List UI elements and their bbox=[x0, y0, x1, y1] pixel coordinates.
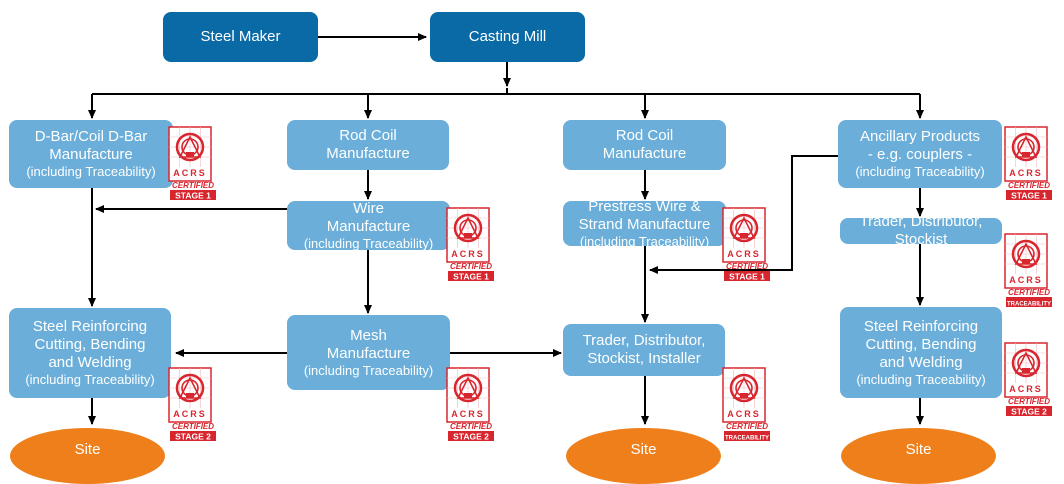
ancillary-line-2: - e.g. couplers - bbox=[867, 146, 973, 164]
mesh-line-2: Manufacture bbox=[326, 344, 411, 362]
badge-certified-text: CERTIFIED bbox=[172, 181, 214, 190]
badge-brand-text: ACRS bbox=[1009, 275, 1043, 285]
site-oval-center: Site bbox=[566, 428, 721, 484]
steel-reinf-left-line-2: Cutting, Bending bbox=[34, 336, 146, 354]
site-label-right: Site bbox=[905, 440, 932, 458]
steel-maker-label: Steel Maker bbox=[200, 28, 281, 45]
badge-certified-text: CERTIFIED bbox=[450, 422, 492, 431]
trader-right-line-1: Trader, Distributor, bbox=[859, 213, 983, 230]
badge-certified-text: CERTIFIED bbox=[726, 262, 768, 271]
rod-coil-1-line-1: Rod Coil bbox=[339, 127, 397, 144]
mesh-line-3: (including Traceability) bbox=[303, 362, 434, 378]
badge-stage-text: STAGE 2 bbox=[175, 432, 211, 442]
acrs-traceability-badge-trader-center: ACRS CERTIFIED TRACEABILITY bbox=[722, 367, 770, 442]
steel-maker-box: Steel Maker bbox=[163, 12, 318, 62]
badge-certified-text: CERTIFIED bbox=[450, 262, 492, 271]
dbar-manufacture-box: D-Bar/Coil D-Bar Manufacture (including … bbox=[9, 120, 173, 188]
steel-reinf-right-line-1: Steel Reinforcing bbox=[863, 317, 979, 335]
prestress-line-2: Strand Manufacture bbox=[578, 215, 711, 233]
casting-mill-box: Casting Mill bbox=[430, 12, 585, 62]
steel-reinf-right-line-4: (including Traceability) bbox=[856, 371, 986, 387]
rod-coil-manufacture-box-1: Rod Coil Manufacture bbox=[287, 120, 449, 170]
steel-reinforcing-box-left: Steel Reinforcing Cutting, Bending and W… bbox=[9, 308, 171, 398]
steel-reinforcing-box-right: Steel Reinforcing Cutting, Bending and W… bbox=[840, 307, 1002, 398]
connector-lines bbox=[88, 33, 924, 425]
site-label-center: Site bbox=[630, 440, 657, 458]
rod-coil-1-line-2: Manufacture bbox=[326, 145, 410, 162]
supply-chain-diagram: Steel Maker Casting Mill D-Bar/Coil D-Ba… bbox=[9, 12, 1052, 484]
badge-stage-text: TRACEABILITY bbox=[1007, 302, 1051, 308]
badge-certified-text: CERTIFIED bbox=[1008, 397, 1050, 406]
badge-brand-text: ACRS bbox=[1009, 168, 1043, 178]
trader-center-line-2: Stockist, Installer bbox=[587, 350, 701, 367]
badge-certified-text: CERTIFIED bbox=[1008, 181, 1050, 190]
prestress-line-1: Prestress Wire & bbox=[588, 197, 701, 215]
steel-reinf-left-line-1: Steel Reinforcing bbox=[32, 318, 148, 336]
trader-right-line-2: Stockist bbox=[894, 231, 948, 248]
dbar-line-2: Manufacture bbox=[49, 146, 133, 164]
ancillary-line-1: Ancillary Products bbox=[859, 128, 981, 146]
wire-manufacture-box: Wire Manufacture (including Traceability… bbox=[287, 199, 450, 251]
steel-reinf-right-line-3: and Welding bbox=[879, 353, 963, 371]
badge-brand-text: ACRS bbox=[173, 409, 207, 419]
steel-reinf-right-line-2: Cutting, Bending bbox=[865, 335, 977, 353]
badge-brand-text: ACRS bbox=[727, 409, 761, 419]
rod-coil-2-line-2: Manufacture bbox=[602, 145, 687, 162]
wire-line-3: (including Traceability) bbox=[303, 235, 434, 251]
badge-stage-text: TRACEABILITY bbox=[725, 436, 769, 442]
site-label-left: Site bbox=[74, 440, 101, 458]
badge-stage-text: STAGE 2 bbox=[453, 432, 489, 442]
badge-stage-text: STAGE 2 bbox=[1011, 407, 1047, 417]
badge-certified-text: CERTIFIED bbox=[726, 422, 768, 431]
ancillary-products-box: Ancillary Products - e.g. couplers - (in… bbox=[838, 120, 1002, 188]
casting-mill-label: Casting Mill bbox=[468, 28, 547, 45]
mesh-line-1: Mesh bbox=[350, 326, 387, 344]
dbar-line-1: D-Bar/Coil D-Bar bbox=[34, 128, 148, 146]
badge-brand-text: ACRS bbox=[173, 168, 207, 178]
badge-stage-text: STAGE 1 bbox=[729, 272, 765, 282]
badge-certified-text: CERTIFIED bbox=[172, 422, 214, 431]
dbar-line-3: (including Traceability) bbox=[26, 164, 156, 180]
site-oval-left: Site bbox=[10, 428, 165, 484]
steel-reinf-left-line-4: (including Traceability) bbox=[25, 372, 155, 388]
mesh-manufacture-box: Mesh Manufacture (including Traceability… bbox=[287, 315, 450, 390]
site-oval-right: Site bbox=[841, 428, 996, 484]
badge-brand-text: ACRS bbox=[451, 409, 485, 419]
prestress-line-3: (including Traceability) bbox=[579, 233, 710, 249]
badge-stage-text: STAGE 1 bbox=[453, 272, 489, 282]
rod-coil-2-line-1: Rod Coil bbox=[615, 127, 674, 144]
badge-certified-text: CERTIFIED bbox=[1008, 288, 1050, 297]
trader-distributor-installer-box: Trader, Distributor, Stockist, Installer bbox=[563, 324, 725, 376]
badge-brand-text: ACRS bbox=[727, 249, 761, 259]
steel-reinf-left-line-3: and Welding bbox=[48, 354, 132, 372]
badge-stage-text: STAGE 1 bbox=[1011, 191, 1047, 201]
trader-center-line-1: Trader, Distributor, bbox=[582, 332, 706, 349]
badge-brand-text: ACRS bbox=[1009, 384, 1043, 394]
badge-brand-text: ACRS bbox=[451, 249, 485, 259]
wire-line-1: Wire bbox=[353, 199, 384, 217]
prestress-wire-box: Prestress Wire & Strand Manufacture (inc… bbox=[563, 197, 726, 249]
ancillary-line-3: (including Traceability) bbox=[855, 164, 985, 180]
wire-line-2: Manufacture bbox=[326, 217, 411, 235]
acrs-traceability-badge-trader-right: ACRS CERTIFIED TRACEABILITY bbox=[1004, 233, 1052, 308]
badge-stage-text: STAGE 1 bbox=[175, 191, 211, 201]
trader-distributor-stockist-box: Trader, Distributor, Stockist bbox=[840, 213, 1002, 248]
rod-coil-manufacture-box-2: Rod Coil Manufacture bbox=[563, 120, 726, 170]
